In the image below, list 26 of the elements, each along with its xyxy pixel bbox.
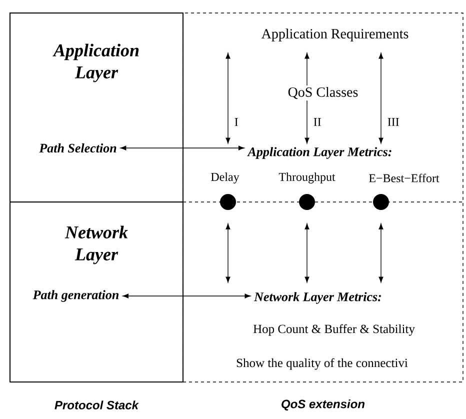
metric-name: Delay [211, 172, 240, 184]
arrow [378, 52, 384, 144]
edge-label: I [234, 118, 238, 126]
node-label: QoS extension [282, 399, 364, 410]
dot [220, 194, 236, 210]
arrow [120, 146, 244, 150]
metric-name: E−Best−Effort [369, 174, 440, 182]
arrow [378, 224, 384, 283]
qos-classes-label: QoS Classes [286, 86, 360, 100]
note-text: Show the quality of the connectivi [236, 358, 408, 370]
requirement-text: Application Requirements [261, 28, 408, 42]
arrow [226, 52, 230, 144]
arrow [226, 224, 230, 283]
node-label: Protocol Stack [54, 400, 139, 410]
metric-heading: Application Layer Metrics: [247, 147, 392, 159]
path-label: Path Selection [39, 143, 116, 153]
arrow [304, 224, 310, 283]
path-label: Path generation [32, 290, 119, 302]
dot [373, 194, 389, 210]
metric-heading: Network Layer Metrics: [254, 292, 382, 304]
metric-name: Throughput [278, 172, 336, 184]
edge-label: III [388, 118, 399, 126]
dot [299, 194, 315, 210]
edge-label: II [314, 118, 321, 126]
metric-list: Hop Count & Buffer & Stability [253, 324, 415, 336]
arrow [122, 294, 251, 298]
